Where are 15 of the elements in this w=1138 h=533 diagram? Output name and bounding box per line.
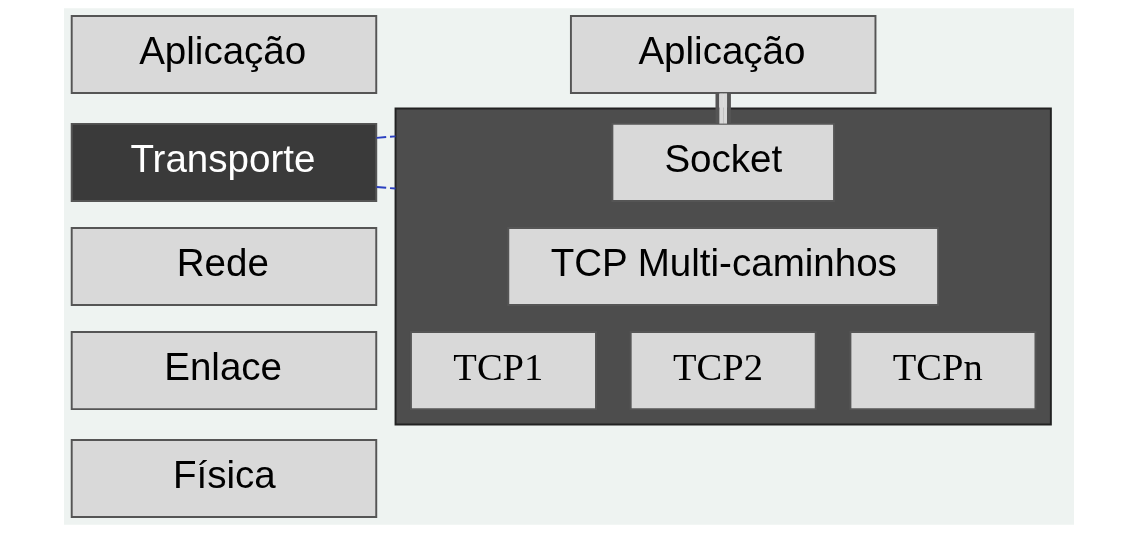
- node-box: Física: [70, 439, 378, 519]
- node-box: Transporte: [70, 122, 378, 202]
- connector: [715, 93, 731, 124]
- node-box: Aplicação: [70, 14, 378, 94]
- connector: [375, 186, 397, 190]
- node-box: TCPn: [849, 331, 1037, 411]
- node-box: Aplicação: [569, 14, 877, 94]
- node-box: TCP1: [410, 331, 597, 411]
- node-box: TCP2: [629, 331, 817, 411]
- node-box: Rede: [70, 227, 378, 306]
- node-box: TCP Multi-caminhos: [507, 227, 940, 306]
- node-box: Socket: [611, 122, 835, 202]
- connector: [375, 135, 397, 139]
- cluster: [394, 107, 1052, 426]
- node-box: Enlace: [70, 331, 378, 411]
